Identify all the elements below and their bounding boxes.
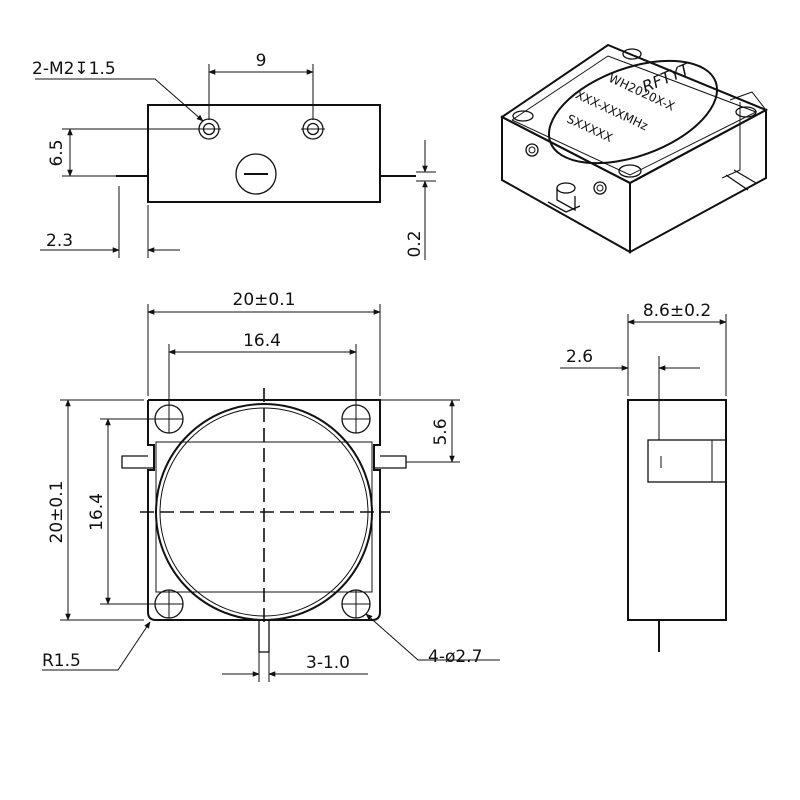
dim-mount-holes: 4-ø2.7 (428, 647, 482, 667)
dim-lead-thickness: 0.2 (405, 230, 425, 257)
top-view-body (147, 104, 381, 203)
iso-side-face (629, 108, 767, 254)
top-view-threaded-hole-left (197, 118, 221, 140)
front-right-lead (374, 455, 407, 469)
front-mount-hole-br (341, 589, 371, 619)
dim-hole-spacing-top: 9 (256, 51, 267, 71)
iso-lead-tab (547, 182, 581, 213)
thread-callout: 2-M2↧1.5 (32, 59, 116, 79)
top-view: 9 2-M2↧1.5 6.5 2.3 0.2 (32, 51, 436, 260)
front-mount-hole-tl (154, 404, 184, 434)
dim-height-top: 6.5 (47, 139, 67, 166)
iso-serial-text: SXXXXX (565, 112, 615, 145)
dim-height-front: 20±0.1 (47, 481, 67, 544)
top-view-threaded-hole-right (301, 118, 325, 140)
dim-corner-radius: R1.5 (42, 651, 81, 671)
dim-hole-spacing-x: 16.4 (243, 331, 281, 351)
side-view-body (627, 399, 727, 621)
top-view-tuning-screw (235, 153, 277, 195)
dim-hole-offset: 5.6 (431, 418, 451, 445)
dim-hole-spacing-y: 16.4 (87, 493, 107, 531)
iso-label-disc (547, 59, 719, 165)
front-bottom-lead (258, 619, 270, 653)
dim-thickness-side: 8.6±0.2 (643, 301, 711, 321)
front-view: 20±0.1 16.4 5.6 20±0.1 16.4 R1.5 3-1.0 4… (42, 290, 500, 682)
isometric-view: RFTYT WH2020X-X XXX-XXXMHz SXXXXX (500, 43, 769, 254)
dim-lead-offset-top: 2.3 (46, 231, 73, 251)
dim-tab-width: 3-1.0 (306, 653, 350, 673)
front-mount-hole-tr (341, 404, 371, 434)
dim-lead-offset-side: 2.6 (566, 347, 593, 367)
front-mount-hole-bl (154, 589, 184, 619)
front-left-lead (121, 455, 154, 469)
side-lead-block (647, 439, 727, 483)
dim-width-front: 20±0.1 (233, 290, 296, 310)
side-view: 8.6±0.2 2.6 (560, 301, 727, 652)
